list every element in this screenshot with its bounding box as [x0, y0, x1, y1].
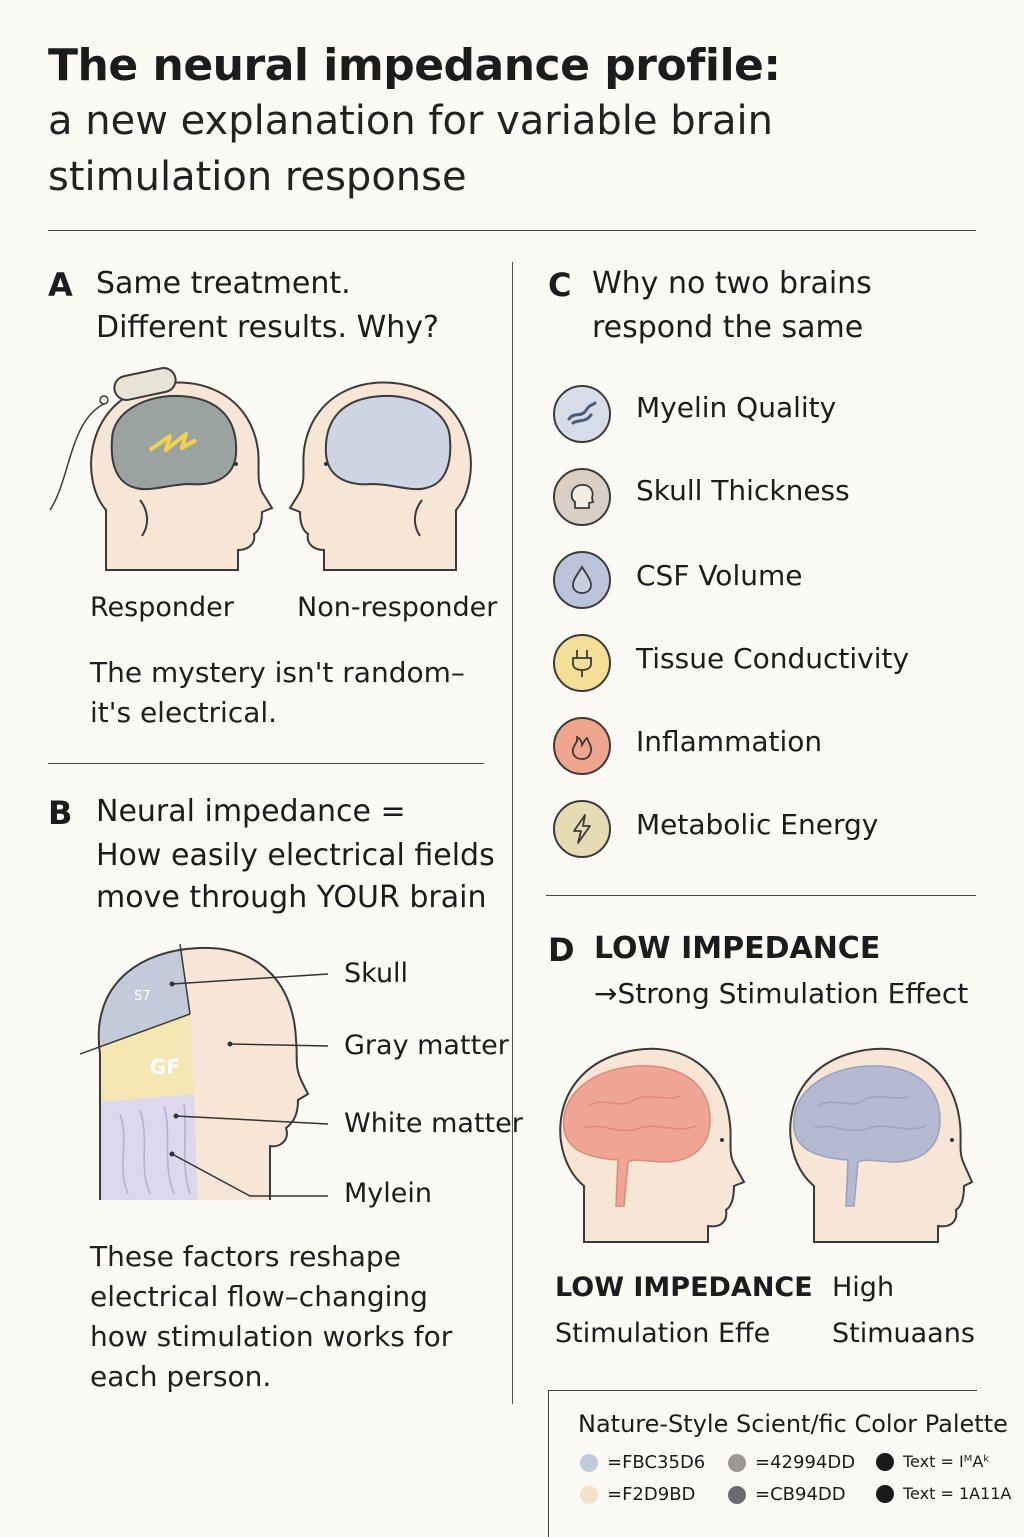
palette-swatch-4: =F2D9BD: [580, 1484, 695, 1505]
palette-title: Nature-Style Scient/fic Color Palette: [578, 1410, 1008, 1438]
panel-b-note-4: each person.: [90, 1360, 272, 1393]
gray-layer-text: GF: [150, 1055, 180, 1079]
palette-swatch-6: Text = 1A11A: [876, 1484, 1011, 1503]
layer-label-gray-matter: Gray matter: [344, 1030, 509, 1061]
panel-b-letter: B: [48, 794, 73, 832]
neuron-icon: [553, 385, 611, 443]
high-impedance-label-1: High: [832, 1272, 895, 1303]
color-palette-box: [548, 1390, 977, 1537]
nonresponder-label: Non-responder: [297, 592, 498, 623]
panel-a-heading-2: Different results. Why?: [96, 310, 439, 345]
page-subtitle-line-2: stimulation response: [48, 154, 467, 200]
lightning-icon: [553, 800, 611, 858]
low-impedance-head: [559, 1047, 746, 1243]
swatch-dot: [728, 1485, 746, 1504]
skull-icon: [553, 468, 611, 526]
stimulation-device: [49, 367, 177, 511]
swatch-label: =42994DD: [755, 1452, 856, 1473]
low-impedance-label-2: Stimulation Effe: [555, 1318, 771, 1349]
panel-b-heading-2: How easily electrical fields: [96, 838, 495, 873]
layer-label-white-matter: White matter: [344, 1108, 523, 1139]
low-impedance-label-1: LOW IMPEDANCE: [555, 1272, 813, 1303]
responder-comparison-illustration: [49, 367, 472, 571]
impedance-comparison-illustration: [559, 1047, 974, 1243]
panel-c-heading-2: respond the same: [592, 310, 864, 345]
panel-d-heading-2: →Strong Stimulation Effect: [594, 977, 969, 1010]
panel-b-note-1: These factors reshape: [90, 1240, 401, 1273]
factor-tissue-conductivity: Tissue Conductivity: [636, 642, 910, 675]
factor-myelin-quality: Myelin Quality: [636, 391, 837, 424]
palette-swatch-2: =42994DD: [728, 1452, 855, 1473]
factor-csf-volume: CSF Volume: [636, 559, 803, 592]
panel-d-heading-1: LOW IMPEDANCE: [594, 931, 881, 966]
swatch-label: =F2D9BD: [607, 1484, 696, 1505]
swatch-dot: [876, 1452, 894, 1471]
palette-swatch-5: =CB94DD: [728, 1484, 846, 1505]
swatch-label: Text = IᴹAᵏ: [903, 1452, 991, 1471]
panel-a-divider: [48, 763, 484, 764]
panel-c-heading-1: Why no two brains: [592, 266, 872, 301]
palette-swatch-3: Text = IᴹAᵏ: [876, 1452, 990, 1471]
column-divider: [512, 262, 513, 1404]
head-layers-illustration: S7 GF: [80, 944, 310, 1201]
skull-layer-text: S7: [134, 989, 151, 1004]
flame-icon: [553, 717, 611, 775]
layer-label-myelin: Mylein: [344, 1178, 433, 1209]
panel-b-heading-3: move through YOUR brain: [96, 880, 487, 915]
swatch-dot: [876, 1484, 894, 1503]
swatch-dot: [580, 1453, 598, 1472]
swatch-label: =CB94DD: [755, 1484, 846, 1505]
panel-a-heading-1: Same treatment.: [96, 266, 351, 301]
panel-d-letter: D: [548, 931, 575, 969]
panel-c-letter: C: [548, 266, 572, 304]
responder-head: [90, 381, 274, 571]
high-impedance-head: [789, 1047, 974, 1243]
factor-inflammation: Inflammation: [636, 725, 823, 758]
page-title: The neural impedance profile:: [48, 40, 781, 91]
layer-leader-lines: [171, 973, 329, 1197]
panel-b-note-3: how stimulation works for: [90, 1320, 453, 1353]
palette-swatch-1: =FBC35D6: [580, 1452, 705, 1473]
swatch-dot: [580, 1485, 598, 1504]
high-impedance-label-2: Stimuaans: [832, 1318, 975, 1349]
factor-skull-thickness: Skull Thickness: [636, 474, 850, 507]
panel-a-letter: A: [48, 266, 73, 304]
page-subtitle-line-1: a new explanation for variable brain: [48, 98, 774, 144]
panel-c-divider: [546, 895, 976, 896]
layer-label-skull: Skull: [344, 958, 409, 989]
panel-a-note-1: The mystery isn't random–: [90, 656, 465, 689]
panel-a-note-2: it's electrical.: [90, 696, 278, 729]
droplet-icon: [553, 551, 611, 609]
panel-b-note-2: electrical flow–changing: [90, 1280, 428, 1313]
title-divider: [48, 230, 976, 231]
swatch-label: =FBC35D6: [607, 1452, 706, 1473]
factor-metabolic-energy: Metabolic Energy: [636, 808, 879, 841]
nonresponder-head: [288, 381, 472, 571]
plug-icon: [553, 634, 611, 692]
swatch-dot: [728, 1453, 746, 1472]
responder-label: Responder: [90, 592, 234, 623]
panel-b-heading-1: Neural impedance =: [96, 794, 406, 829]
swatch-label: Text = 1A11A: [903, 1484, 1012, 1503]
